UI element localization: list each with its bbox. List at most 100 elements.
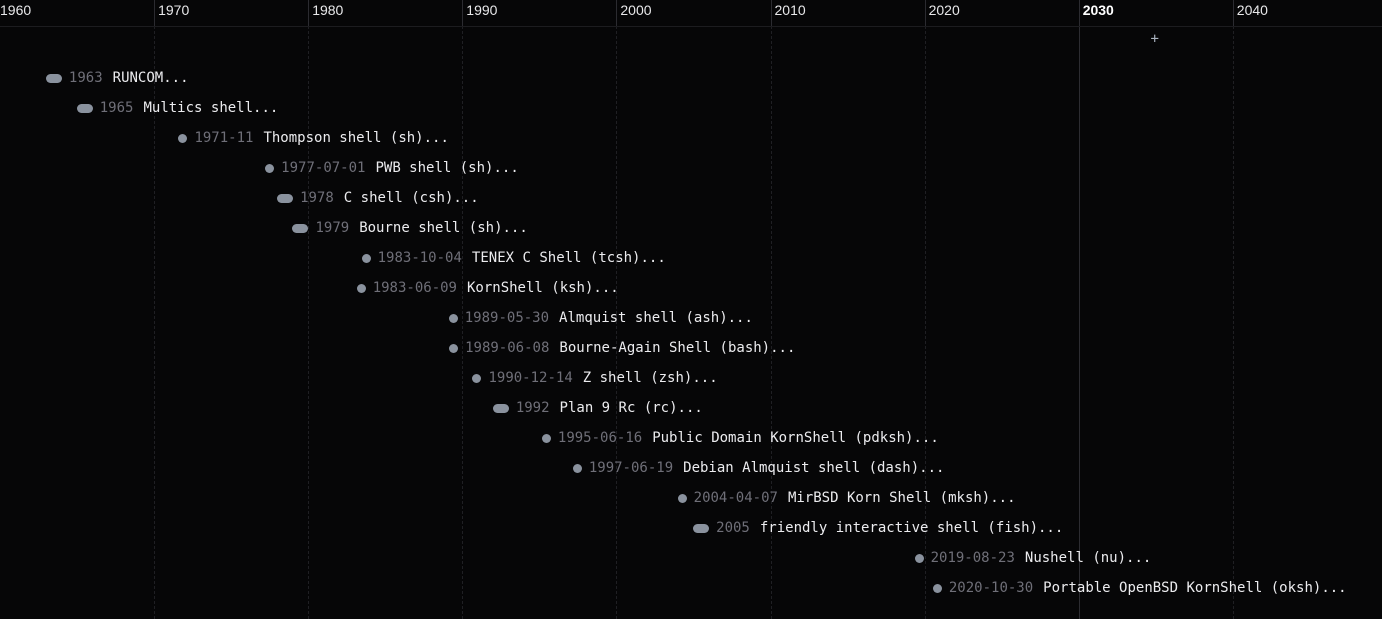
timeline-event[interactable]: 1978 C shell (csh)... bbox=[277, 187, 479, 209]
event-span-marker[interactable] bbox=[277, 193, 294, 203]
event-title[interactable]: Debian Almquist shell (dash)... bbox=[683, 460, 945, 476]
event-date: 2020-10-30 bbox=[948, 580, 1034, 596]
event-date: 1983-06-09 bbox=[372, 280, 457, 296]
event-title[interactable]: Almquist shell (ash)... bbox=[559, 310, 753, 326]
event-title[interactable]: Multics shell... bbox=[143, 100, 279, 116]
year-axis: 1960 1970 1980 1990 2000 2010 2020 2030 2040 bbox=[0, 0, 1382, 27]
event-date: 1977-07-01 bbox=[281, 160, 366, 176]
event-date: 2004-04-07 bbox=[693, 490, 778, 506]
event-point-marker[interactable] bbox=[677, 493, 687, 503]
axis-tick bbox=[154, 0, 156, 26]
timeline-event[interactable]: 2005 friendly interactive shell (fish)... bbox=[693, 517, 1063, 539]
year-gridline bbox=[1232, 26, 1234, 619]
year-gridline bbox=[924, 26, 926, 619]
event-title[interactable]: TENEX C Shell (tcsh)... bbox=[471, 250, 666, 266]
timeline-event[interactable]: 1965 Multics shell... bbox=[76, 97, 279, 119]
event-point-marker[interactable] bbox=[448, 313, 458, 323]
axis-tick bbox=[1232, 0, 1234, 26]
timeline-event[interactable]: 1990-12-14 Z shell (zsh)... bbox=[472, 367, 718, 389]
add-event-button[interactable]: + bbox=[1150, 31, 1159, 47]
timeline-event[interactable]: 2004-04-07 MirBSD Korn Shell (mksh)... bbox=[677, 487, 1016, 509]
event-point-marker[interactable] bbox=[265, 163, 275, 173]
timeline-event[interactable]: 1963 RUNCOM... bbox=[45, 67, 189, 89]
year-gridline bbox=[308, 26, 310, 619]
event-date: 1990-12-14 bbox=[488, 370, 573, 386]
event-span-marker[interactable] bbox=[492, 403, 509, 413]
event-point-marker[interactable] bbox=[361, 253, 371, 263]
year-gridline bbox=[462, 26, 464, 619]
event-title[interactable]: Z shell (zsh)... bbox=[582, 370, 718, 386]
axis-tick bbox=[924, 0, 926, 26]
year-label: 2000 bbox=[620, 2, 652, 18]
timeline-event[interactable]: 1983-06-09 KornShell (ksh)... bbox=[356, 277, 619, 299]
event-title[interactable]: MirBSD Korn Shell (mksh)... bbox=[787, 490, 1016, 506]
event-point-marker[interactable] bbox=[356, 283, 366, 293]
year-label: 2030 bbox=[1082, 2, 1114, 18]
timeline-event[interactable]: 2019-08-23 Nushell (nu)... bbox=[914, 547, 1152, 569]
event-title[interactable]: friendly interactive shell (fish)... bbox=[759, 520, 1064, 536]
timeline-event[interactable]: 1989-06-08 Bourne-Again Shell (bash)... bbox=[449, 337, 795, 359]
event-title[interactable]: RUNCOM... bbox=[112, 70, 189, 86]
timeline-event[interactable]: 1979 Bourne shell (sh)... bbox=[292, 217, 528, 239]
year-label: 2020 bbox=[928, 2, 960, 18]
axis-tick bbox=[1078, 0, 1080, 26]
axis-tick bbox=[308, 0, 310, 26]
event-title[interactable]: Bourne shell (sh)... bbox=[359, 220, 528, 236]
event-point-marker[interactable] bbox=[449, 343, 459, 353]
event-date: 1989-06-08 bbox=[465, 340, 550, 356]
event-date: 1995-06-16 bbox=[557, 430, 643, 446]
event-point-marker[interactable] bbox=[472, 373, 482, 383]
timeline-event[interactable]: 1983-10-04 TENEX C Shell (tcsh)... bbox=[361, 247, 666, 269]
event-title[interactable]: Portable OpenBSD KornShell (oksh)... bbox=[1043, 580, 1347, 596]
axis-tick bbox=[770, 0, 772, 26]
event-date: 1971-11 bbox=[194, 130, 254, 146]
event-span-marker[interactable] bbox=[292, 223, 309, 233]
event-title[interactable]: Plan 9 Rc (rc)... bbox=[559, 400, 703, 416]
event-date: 1992 bbox=[515, 400, 550, 416]
event-date: 1978 bbox=[300, 190, 334, 206]
event-title[interactable]: KornShell (ksh)... bbox=[466, 280, 619, 296]
timeline-event[interactable]: 1977-07-01 PWB shell (sh)... bbox=[265, 157, 519, 179]
timeline-event[interactable]: 1992 Plan 9 Rc (rc)... bbox=[492, 397, 703, 419]
year-gridline bbox=[616, 26, 618, 619]
year-gridline bbox=[770, 26, 772, 619]
event-title[interactable]: PWB shell (sh)... bbox=[375, 160, 519, 176]
event-point-marker[interactable] bbox=[932, 583, 942, 593]
event-date: 1983-10-04 bbox=[377, 250, 462, 266]
event-span-marker[interactable] bbox=[45, 73, 62, 83]
event-date: 1989-05-30 bbox=[464, 310, 550, 326]
year-label: 1960 bbox=[0, 2, 32, 18]
event-date: 2019-08-23 bbox=[930, 550, 1015, 566]
event-date: 2005 bbox=[716, 520, 750, 536]
event-date: 1997-06-19 bbox=[588, 460, 674, 476]
axis-tick bbox=[616, 0, 618, 26]
year-label: 1980 bbox=[312, 2, 344, 18]
event-title[interactable]: Bourne-Again Shell (bash)... bbox=[559, 340, 796, 356]
year-gridline bbox=[154, 26, 156, 619]
event-point-marker[interactable] bbox=[541, 433, 551, 443]
event-date: 1963 bbox=[68, 70, 103, 86]
current-year-line bbox=[1078, 0, 1080, 619]
event-span-marker[interactable] bbox=[693, 523, 710, 533]
timeline-event[interactable]: 1989-05-30 Almquist shell (ash)... bbox=[448, 307, 753, 329]
year-label: 2040 bbox=[1236, 2, 1268, 18]
event-date: 1979 bbox=[315, 220, 350, 236]
year-label: 1970 bbox=[158, 2, 190, 18]
year-label: 2010 bbox=[774, 2, 806, 18]
timeline-event[interactable]: 1971-11 Thompson shell (sh)... bbox=[178, 127, 449, 149]
timeline-event[interactable]: 1997-06-19 Debian Almquist shell (dash)..… bbox=[572, 457, 945, 479]
event-point-marker[interactable] bbox=[178, 133, 188, 143]
event-title[interactable]: Thompson shell (sh)... bbox=[263, 130, 449, 146]
timeline-event[interactable]: 2020-10-30 Portable OpenBSD KornShell (ok… bbox=[932, 577, 1347, 599]
event-point-marker[interactable] bbox=[572, 463, 582, 473]
event-title[interactable]: Public Domain KornShell (pdksh)... bbox=[652, 430, 939, 446]
event-title[interactable]: Nushell (nu)... bbox=[1024, 550, 1152, 566]
timeline-event[interactable]: 1995-06-16 Public Domain KornShell (pdksh… bbox=[541, 427, 939, 449]
axis-tick bbox=[462, 0, 464, 26]
year-label: 1990 bbox=[466, 2, 498, 18]
event-date: 1965 bbox=[99, 100, 134, 116]
event-span-marker[interactable] bbox=[76, 103, 93, 113]
event-point-marker[interactable] bbox=[914, 553, 924, 563]
event-title[interactable]: C shell (csh)... bbox=[343, 190, 479, 206]
